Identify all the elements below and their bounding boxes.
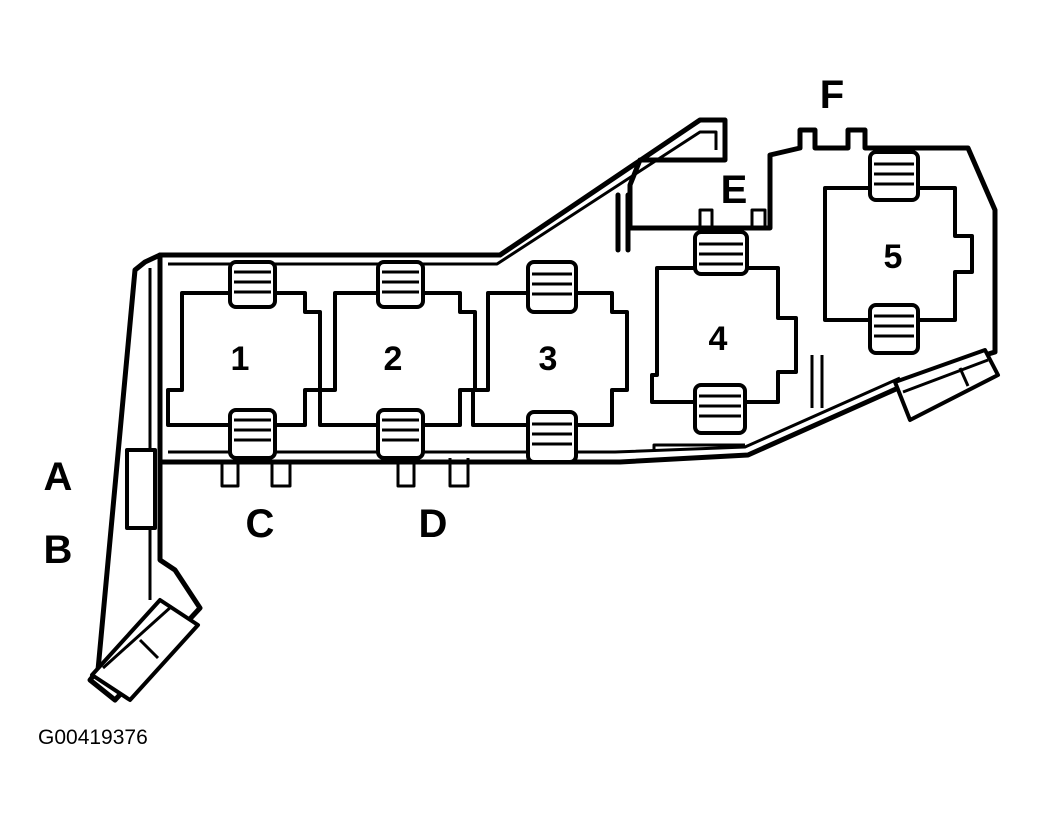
- clips-c: [220, 462, 292, 488]
- relay-4-top-terminal: [693, 230, 749, 276]
- relay-slot-4: [650, 230, 798, 435]
- relay-5-bottom-terminal: [868, 303, 920, 355]
- relay-1-bottom-terminal: [228, 408, 277, 460]
- relay-4-bottom-terminal: [693, 383, 747, 435]
- relay-3-bottom-terminal: [526, 410, 578, 464]
- relay-slot-2: [318, 260, 477, 460]
- callout-e: E: [721, 168, 748, 212]
- clips-e: [698, 208, 767, 230]
- slot-label-4: 4: [709, 320, 728, 358]
- callout-a: A: [44, 455, 73, 499]
- relay-slot-5: [823, 150, 974, 355]
- callout-f: F: [820, 73, 844, 117]
- slot-label-3: 3: [539, 340, 558, 378]
- callout-d: D: [419, 502, 448, 546]
- figure-id: G00419376: [38, 726, 148, 749]
- slot-label-2: 2: [384, 340, 403, 378]
- clips-d: [396, 458, 470, 488]
- right-connector: [893, 348, 1000, 422]
- relay-slot-3: [471, 260, 629, 464]
- relay-slot-1: [166, 260, 322, 460]
- relay-5-top-terminal: [868, 150, 920, 202]
- callout-c: C: [246, 502, 275, 546]
- relay-2-top-terminal: [376, 260, 425, 309]
- relay-1-top-terminal: [228, 260, 277, 309]
- callout-b: B: [44, 528, 73, 572]
- left-connector: [90, 598, 200, 702]
- relay-3-top-terminal: [526, 260, 578, 314]
- slot-label-5: 5: [884, 238, 903, 276]
- relay-2-bottom-terminal: [376, 408, 425, 460]
- left-arm: [87, 252, 203, 703]
- slot-label-1: 1: [231, 340, 250, 378]
